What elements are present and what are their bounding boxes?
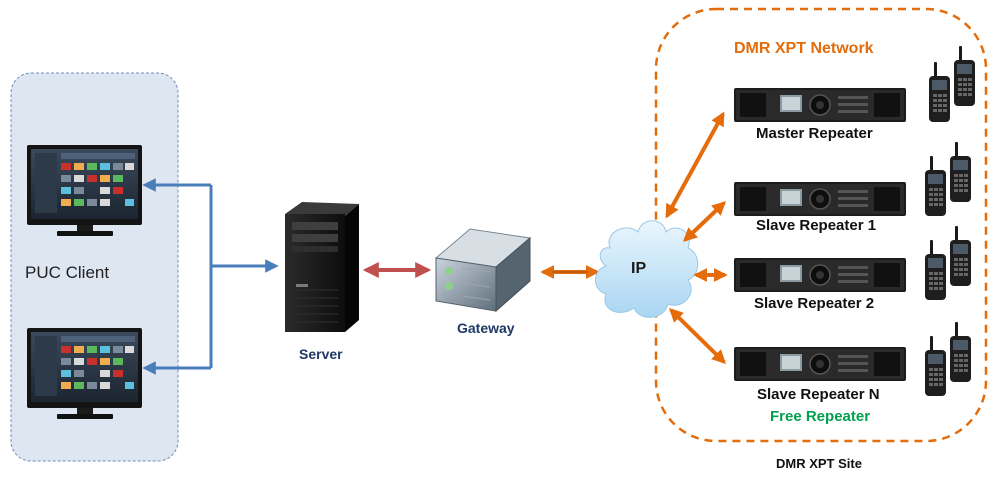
- server-label: Server: [299, 346, 343, 362]
- client-server-connector: [142, 178, 279, 375]
- ip-repeater-connectors: [665, 111, 728, 364]
- monitor-icon: [27, 145, 142, 236]
- network-title: DMR XPT Network: [734, 40, 874, 57]
- handheld-radio-icon: [925, 336, 946, 396]
- handheld-radio-icon: [925, 156, 946, 216]
- free-repeater-label: Free Repeater: [770, 408, 871, 425]
- monitor-icon: [27, 328, 142, 419]
- slave-repeater-2-label: Slave Repeater 2: [754, 295, 875, 312]
- ip-label: IP: [631, 260, 647, 277]
- slave-repeater-n-label: Slave Repeater N: [757, 386, 880, 403]
- cloud-icon: [595, 220, 699, 318]
- gateway-label: Gateway: [457, 320, 515, 336]
- repeater-icon: [733, 87, 907, 123]
- repeater-icon: [733, 346, 907, 382]
- handheld-radio-icon: [954, 46, 975, 106]
- master-repeater-label: Master Repeater: [756, 125, 873, 142]
- handheld-radio-icon: [950, 226, 971, 286]
- handheld-radio-icon: [950, 142, 971, 202]
- slave-repeater-1-label: Slave Repeater 1: [756, 217, 877, 234]
- dmr-xpt-site-boundary: [654, 7, 988, 443]
- server-tower-icon: [285, 202, 359, 332]
- handheld-radio-icon: [950, 322, 971, 382]
- handheld-radio-icon: [929, 62, 950, 122]
- gateway-icon: [434, 228, 532, 313]
- handheld-radio-icon: [925, 240, 946, 300]
- repeater-icon: [733, 181, 907, 217]
- puc-client-label: PUC Client: [25, 263, 110, 282]
- repeater-icon: [733, 257, 907, 293]
- site-label: DMR XPT Site: [776, 456, 862, 471]
